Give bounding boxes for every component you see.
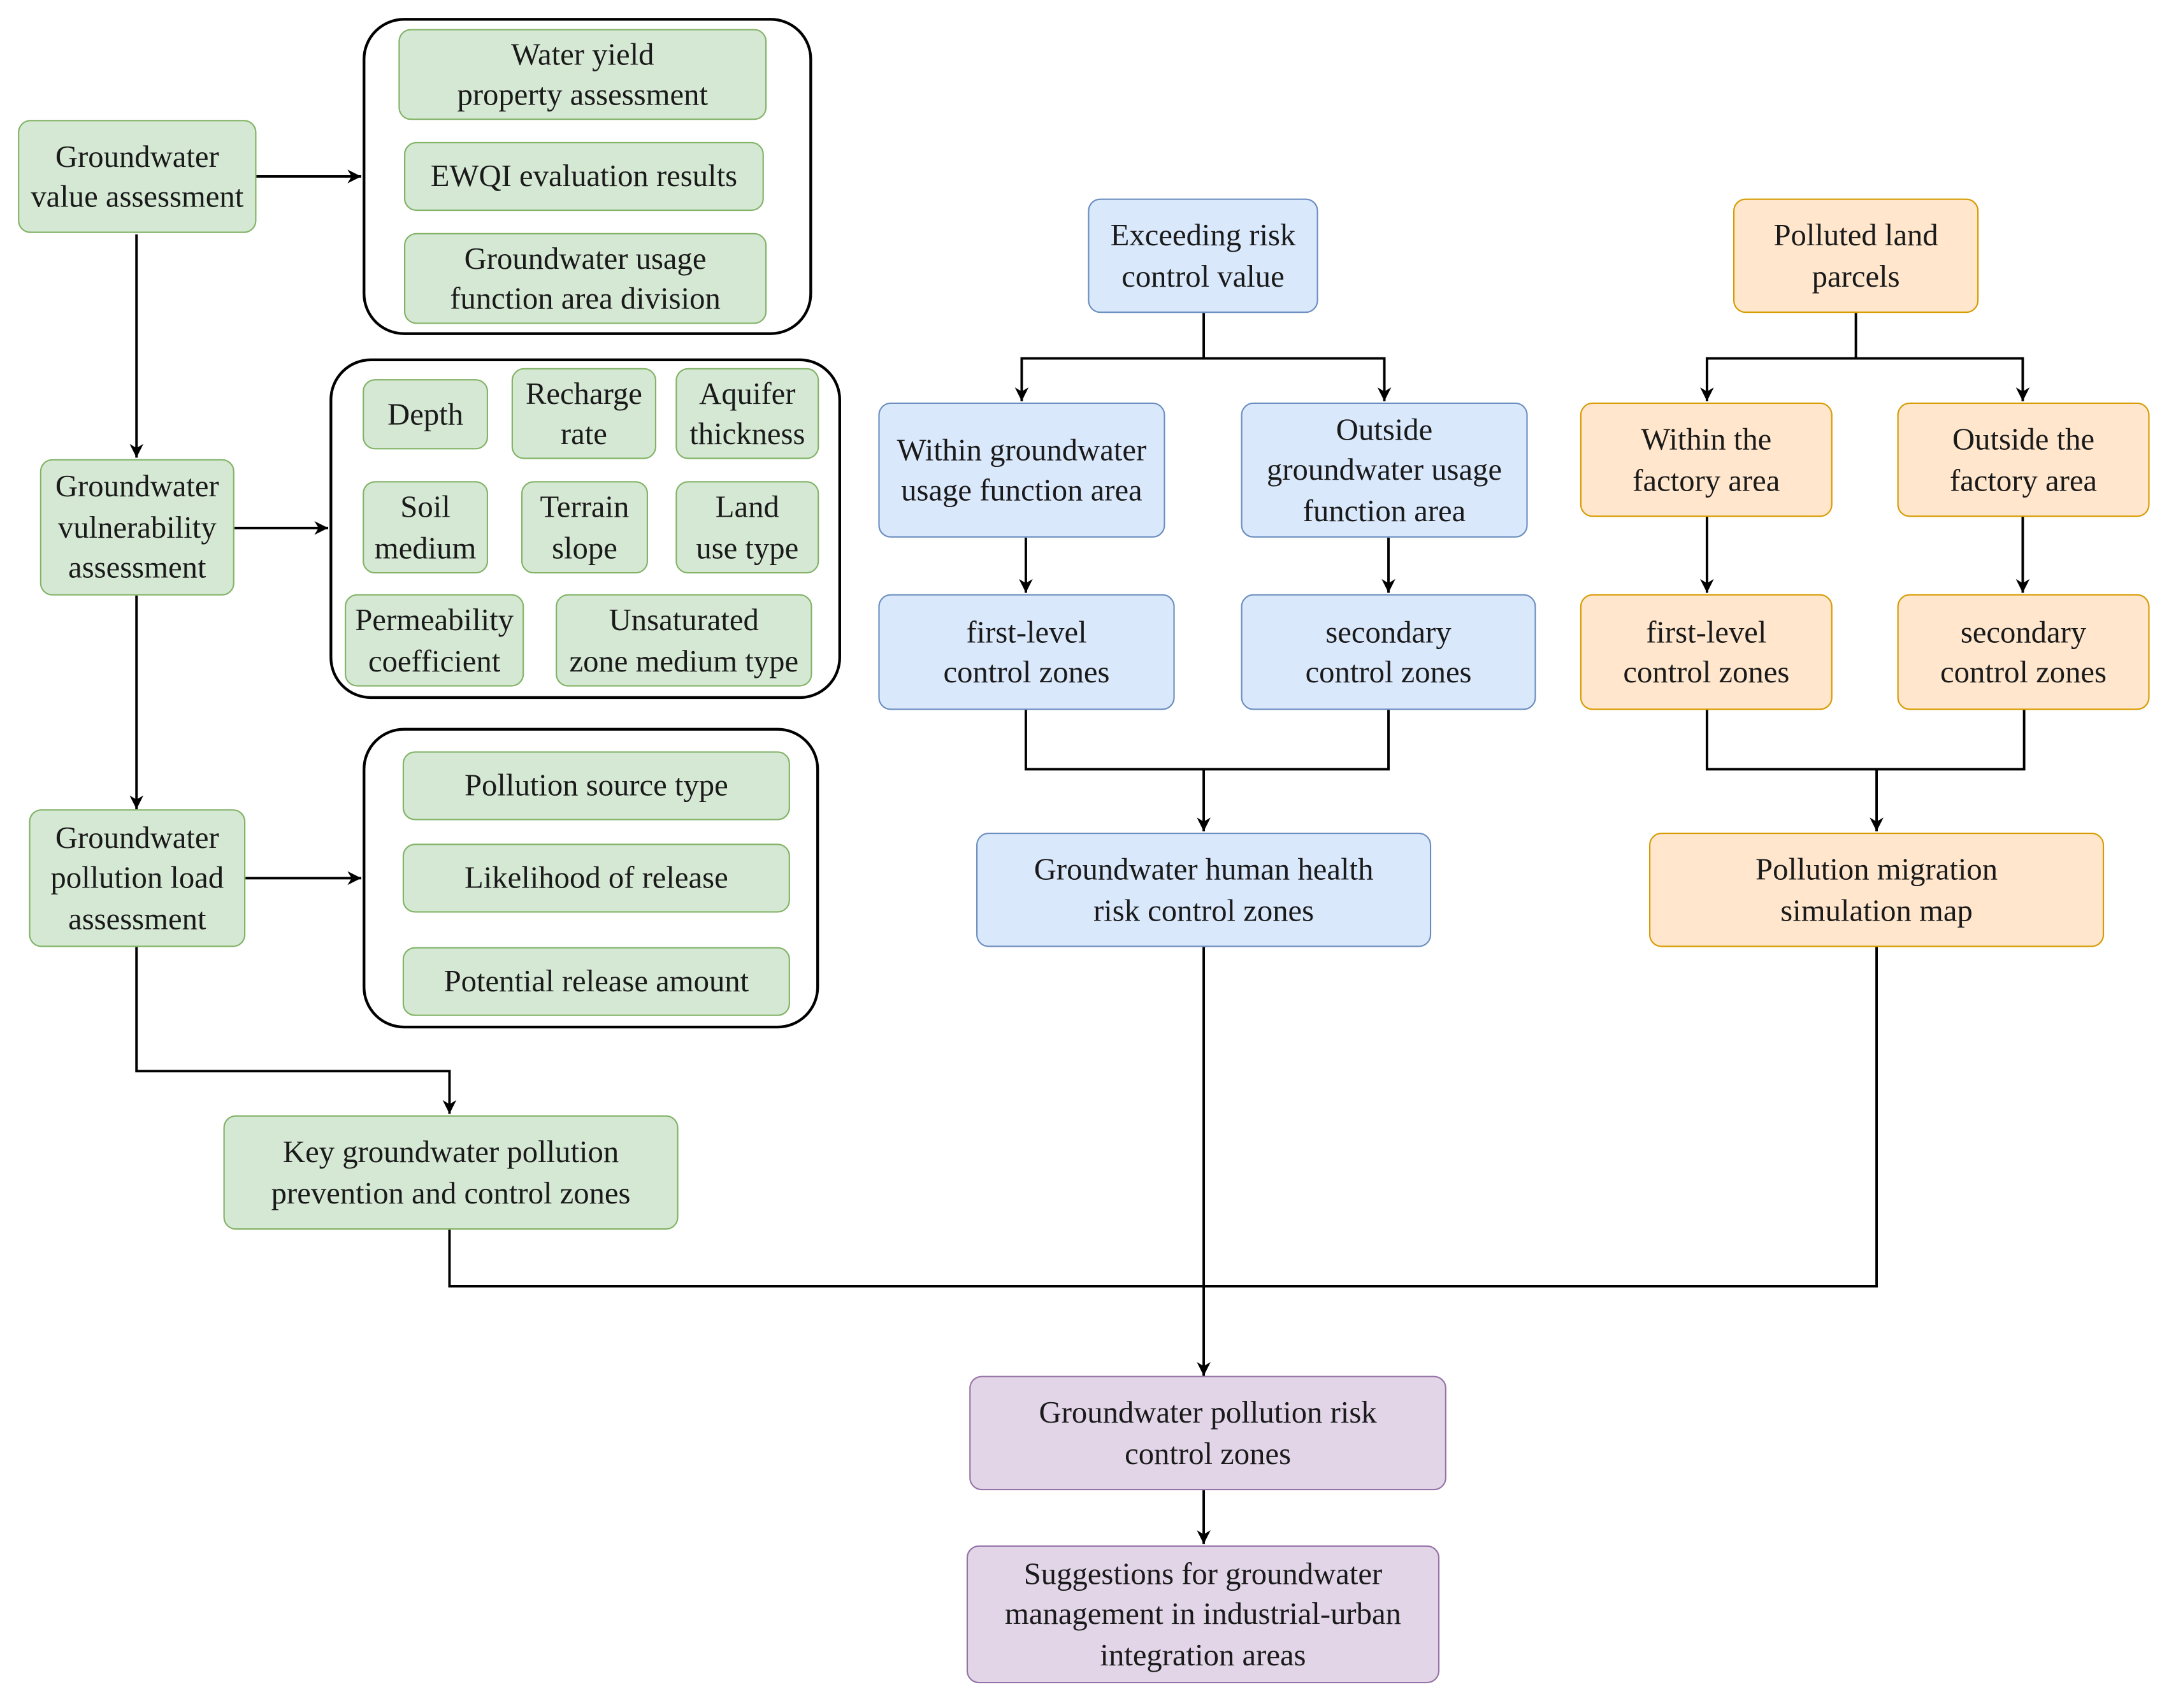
recharge-rate-node: Recharge rate (511, 368, 657, 459)
secondary-zones-node: secondary control zones (1241, 594, 1536, 710)
connector-parcels-to-outside (1856, 357, 2030, 401)
soil-medium-node: Soil medium (363, 481, 489, 574)
value-items-group (363, 18, 812, 335)
connector-parcels-split (1700, 313, 1857, 401)
unsaturated-zone-node: Unsaturated zone medium type (556, 594, 812, 687)
connector-right-merge (1705, 710, 2026, 771)
land-use-node: Land use type (675, 481, 819, 574)
key-zones-node: Key groundwater pollution prevention and… (223, 1115, 679, 1230)
usage-division-node: Groundwater usage function area division (404, 233, 767, 324)
connector-exceeding-to-outside (1204, 357, 1392, 401)
value-assessment-node: Groundwater value assessment (18, 120, 257, 233)
likelihood-node: Likelihood of release (402, 843, 790, 913)
pollution-items-group (363, 728, 819, 1029)
first-level-zones-node: first-level control zones (878, 594, 1175, 710)
connector-exceeding-split (1014, 313, 1206, 401)
migration-map-node: Pollution migration simulation map (1649, 832, 2105, 947)
exceeding-risk-node: Exceeding risk control value (1088, 198, 1318, 313)
pollution-source-node: Pollution source type (402, 751, 790, 821)
vulnerability-assessment-node: Groundwater vulnerability assessment (40, 459, 234, 596)
connector-pollution-to-key-zones (135, 947, 457, 1114)
polluted-parcels-node: Polluted land parcels (1733, 198, 1979, 313)
vulnerability-items-group (329, 358, 841, 700)
connector-first-secondary-merge (1024, 710, 1390, 771)
terrain-slope-node: Terrain slope (521, 481, 649, 574)
right-first-level-node: first-level control zones (1580, 594, 1833, 710)
risk-control-zones-node: Groundwater pollution risk control zones (969, 1375, 1446, 1491)
ewqi-node: EWQI evaluation results (404, 141, 764, 212)
permeability-node: Permeability coefficient (344, 594, 524, 687)
connector-key-zones-to-bus (448, 947, 1878, 1288)
right-secondary-node: secondary control zones (1897, 594, 2150, 710)
aquifer-thickness-node: Aquifer thickness (675, 368, 819, 459)
potential-amount-node: Potential release amount (402, 947, 790, 1016)
health-risk-zones-node: Groundwater human health risk control zo… (976, 832, 1432, 947)
water-yield-node: Water yield property assessment (398, 29, 767, 120)
suggestions-node: Suggestions for groundwater management i… (966, 1545, 1440, 1684)
pollution-load-node: Groundwater pollution load assessment (29, 809, 246, 947)
depth-node: Depth (363, 379, 489, 450)
within-factory-node: Within the factory area (1580, 402, 1833, 517)
outside-factory-node: Outside the factory area (1897, 402, 2150, 517)
within-usage-node: Within groundwater usage function area (878, 402, 1165, 538)
outside-usage-node: Outside groundwater usage function area (1241, 402, 1528, 538)
